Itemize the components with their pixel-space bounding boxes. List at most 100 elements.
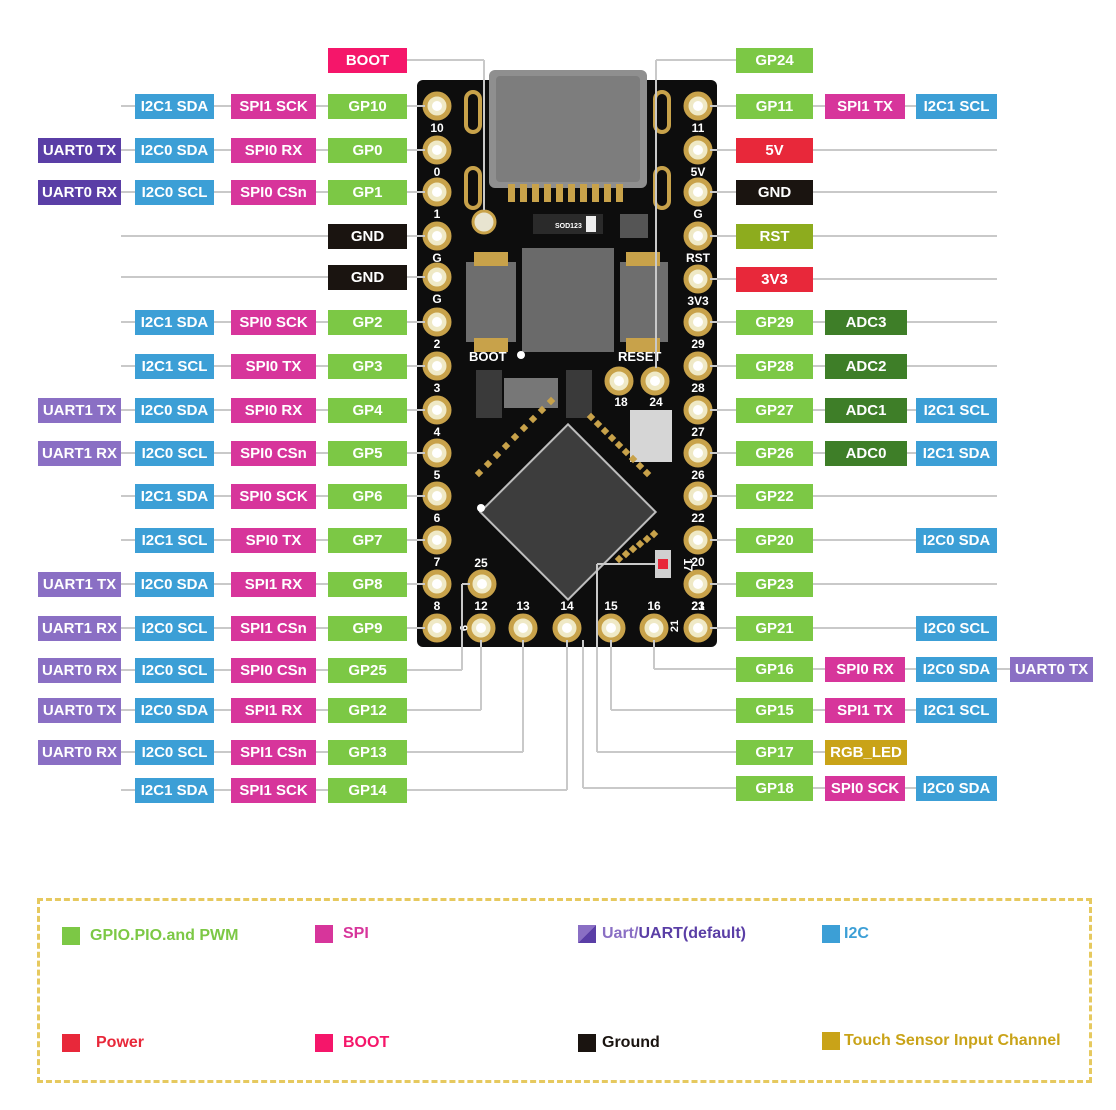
inner-pin-number: 24: [649, 395, 663, 409]
right-pin-number: 3V3: [687, 294, 709, 308]
inductor-right: [620, 262, 668, 342]
right-header-pin-hole: [693, 145, 703, 155]
gp4-label: GP4: [328, 398, 407, 423]
i2c1-scl-label: I2C1 SCL: [135, 528, 214, 553]
legend-spi-swatch: [315, 925, 333, 943]
gp13-label: GP13: [328, 740, 407, 765]
i2c1-sda-label: I2C1 SDA: [916, 441, 997, 466]
rst-label: RST: [736, 224, 813, 249]
left-header-pin-hole: [432, 448, 442, 458]
usb-pad: [616, 184, 623, 202]
spi1-rx-label: SPI1 RX: [231, 698, 316, 723]
i2c0-sda-label: I2C0 SDA: [916, 657, 997, 682]
right-pin-number: 22: [691, 511, 705, 525]
uart0-rx-label: UART0 RX: [38, 180, 121, 205]
spi0-sck-label: SPI0 SCK: [231, 310, 316, 335]
right-pin-number: 11: [692, 121, 705, 135]
bottom-pin-number: 13: [516, 599, 530, 613]
gp23-label: GP23: [736, 572, 813, 597]
i2c0-scl-label: I2C0 SCL: [135, 616, 214, 641]
usb-pad: [544, 184, 551, 202]
gp0-label: GP0: [328, 138, 407, 163]
spi0-csn-label: SPI0 CSn: [231, 180, 316, 205]
left-pin-number: G: [432, 292, 441, 306]
3v3-label: 3V3: [736, 267, 813, 292]
legend-spi-label: SPI: [343, 925, 369, 942]
i2c1-sda-label: I2C1 SDA: [135, 310, 214, 335]
bottom-pin-number: 16: [647, 599, 661, 613]
5v-label: 5V: [736, 138, 813, 163]
mcu-pad: [649, 529, 659, 539]
spi0-csn-label: SPI0 CSn: [231, 441, 316, 466]
right-header-pin-hole: [693, 317, 703, 327]
legend-gpio: GPIO.PIO.and PWM: [62, 927, 238, 945]
legend-boot-swatch: [315, 1034, 333, 1052]
chip-small: [620, 214, 648, 238]
board-boot-label: BOOT: [469, 349, 507, 364]
right-header-pin-hole: [693, 101, 703, 111]
legend-ground-swatch: [578, 1034, 596, 1052]
legend-uart-swatch: [578, 925, 596, 943]
spi1-tx-label: SPI1 TX: [825, 94, 905, 119]
spi1-csn-label: SPI1 CSn: [231, 616, 316, 641]
boot-label: BOOT: [328, 48, 407, 73]
regulator: [522, 248, 614, 352]
right-pin-number: RST: [686, 251, 711, 265]
cap-left: [476, 370, 502, 418]
left-header-pin-hole: [432, 361, 442, 371]
gnd-label: GND: [736, 180, 813, 205]
right-pin-number: 27: [691, 425, 705, 439]
mcu-dot: [477, 504, 485, 512]
uart0-tx-label: UART0 TX: [38, 698, 121, 723]
right-pin-number: 26: [691, 468, 705, 482]
legend-gpio-label: GPIO.PIO.and PWM: [90, 927, 239, 944]
gp18-label: GP18: [736, 776, 813, 801]
i2c0-scl-label: I2C0 SCL: [135, 441, 214, 466]
right-header-pin-hole: [693, 231, 703, 241]
legend-i2c: I2C: [822, 925, 869, 943]
spi0-sck-label: SPI0 SCK: [231, 484, 316, 509]
adc0-label: ADC0: [825, 441, 907, 466]
gp22-label: GP22: [736, 484, 813, 509]
gp3-label: GP3: [328, 354, 407, 379]
spi1-tx-label: SPI1 TX: [825, 698, 905, 723]
mcu-pad: [593, 419, 603, 429]
right-pin-number: 28: [691, 381, 705, 395]
board-reset-label: RESET: [618, 349, 661, 364]
gp5-label: GP5: [328, 441, 407, 466]
mcu-pad: [483, 459, 493, 469]
gnd-label: GND: [328, 224, 407, 249]
gp9-label: GP9: [328, 616, 407, 641]
legend-i2c-label: I2C: [844, 925, 869, 942]
legend-uart: Uart/UART(default): [578, 925, 746, 943]
mcu-pad: [621, 447, 631, 457]
uart1-tx-label: UART1 TX: [38, 572, 121, 597]
gp14-label: GP14: [328, 778, 407, 803]
spi0-tx-label: SPI0 TX: [231, 528, 316, 553]
i2c0-scl-label: I2C0 SCL: [135, 658, 214, 683]
gp29-label: GP29: [736, 310, 813, 335]
bottom-header-pin-hole: [606, 623, 616, 633]
gp27-label: GP27: [736, 398, 813, 423]
left-header-pin-hole: [432, 491, 442, 501]
gp15-label: GP15: [736, 698, 813, 723]
gp10-label: GP10: [328, 94, 407, 119]
bottom-pin-number: 12: [474, 599, 488, 613]
usb-pad: [568, 184, 575, 202]
right-pin-number: G: [693, 207, 702, 221]
bottom-header-pin-hole: [476, 623, 486, 633]
gp26-label: GP26: [736, 441, 813, 466]
gp12-label: GP12: [328, 698, 407, 723]
rgb-led-label: RGB_LED: [825, 740, 907, 765]
right-pin-number: 21: [669, 620, 681, 632]
left-pin-number: 1: [434, 207, 441, 221]
usb-connector-inner: [496, 76, 640, 182]
spi1-sck-label: SPI1 SCK: [231, 94, 316, 119]
inner-pin-number: 17: [681, 558, 695, 572]
usb-pad: [604, 184, 611, 202]
inner-pin-number: 25: [474, 556, 488, 570]
left-pin-number: 5: [434, 468, 441, 482]
spi0-rx-label: SPI0 RX: [231, 398, 316, 423]
boot-dot: [517, 351, 525, 359]
